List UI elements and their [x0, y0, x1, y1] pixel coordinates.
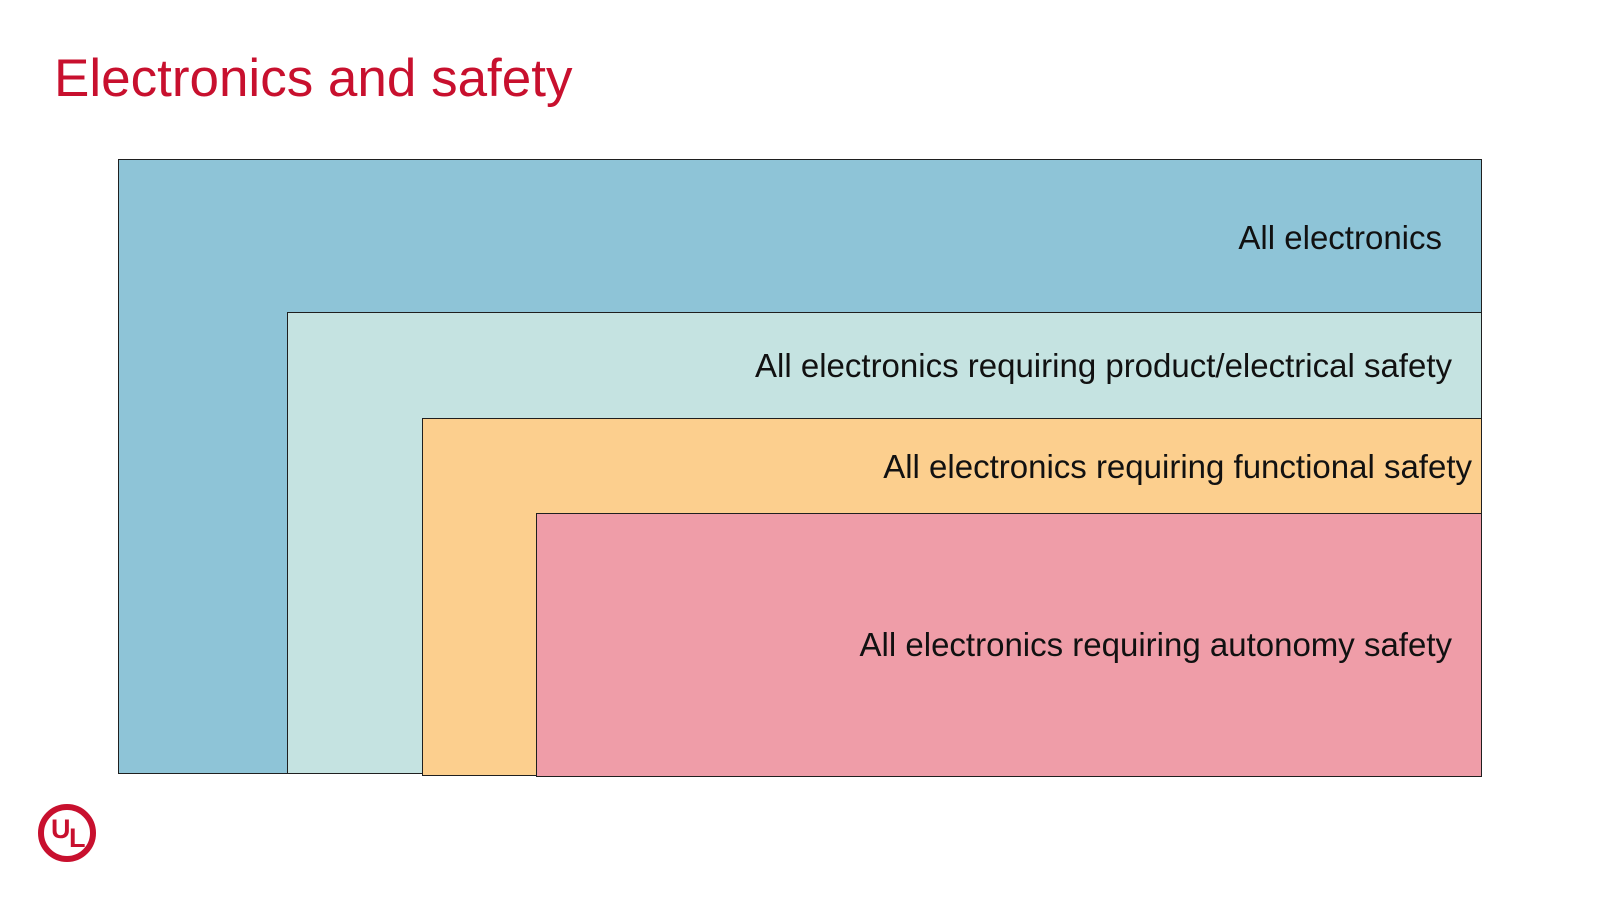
- ul-logo-icon: U L: [38, 804, 96, 862]
- diagram-box-autonomy-safety: [536, 513, 1482, 777]
- diagram-label-functional-safety: All electronics requiring functional saf…: [883, 448, 1472, 485]
- ul-logo-letter-u: U: [51, 814, 71, 844]
- page-title: Electronics and safety: [54, 49, 573, 108]
- diagram-label-autonomy-safety: All electronics requiring autonomy safet…: [859, 626, 1452, 663]
- diagram-label-all-electronics: All electronics: [1238, 219, 1442, 256]
- diagram-label-product-electrical-safety: All electronics requiring product/electr…: [755, 347, 1452, 384]
- ul-logo-letter-l: L: [69, 823, 86, 853]
